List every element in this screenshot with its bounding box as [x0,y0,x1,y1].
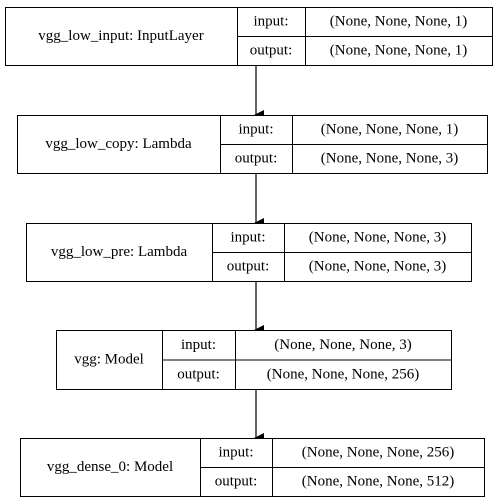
input-shape: (None, None, None, 1) [330,14,467,30]
layer-node-vgg_low_pre: vgg_low_pre: Lambda input: (None, None, No… [26,223,472,282]
output-label: output: [235,151,278,167]
layer-name: vgg_dense_0: Model [47,459,173,475]
input-label: input: [181,337,216,353]
output-shape: (None, None, None, 256) [267,366,419,382]
input-label: input: [230,230,265,246]
input-shape: (None, None, None, 3) [274,337,411,353]
output-label: output: [177,366,220,382]
input-shape: (None, None, None, 256) [302,445,454,461]
output-shape: (None, None, None, 3) [321,151,458,167]
nodes-layer: vgg_low_input: InputLayer input: (None, No… [5,7,493,497]
output-shape: (None, None, None, 3) [309,259,446,275]
layer-node-vgg: vgg: Model input: (None, None, None, 3) out… [56,330,452,390]
input-label: input: [218,445,253,461]
layer-name: vgg_low_copy: Lambda [45,136,192,152]
layer-node-vgg_low_copy: vgg_low_copy: Lambda input: (None, None, N… [17,115,488,174]
layer-node-vgg_dense_0: vgg_dense_0: Model input: (None, None, Non… [20,438,485,497]
input-label: input: [253,14,288,30]
input-shape: (None, None, None, 3) [309,230,446,246]
output-shape: (None, None, None, 512) [302,474,454,490]
layer-name: vgg_low_input: InputLayer [38,28,203,44]
output-shape: (None, None, None, 1) [330,43,467,59]
input-label: input: [238,122,273,138]
output-label: output: [250,43,293,59]
output-label: output: [227,259,270,275]
layer-name: vgg: Model [74,352,144,368]
layer-node-vgg_low_input: vgg_low_input: InputLayer input: (None, No… [5,7,493,66]
layer-name: vgg_low_pre: Lambda [51,244,188,260]
input-shape: (None, None, None, 1) [321,122,458,138]
output-label: output: [215,474,258,490]
